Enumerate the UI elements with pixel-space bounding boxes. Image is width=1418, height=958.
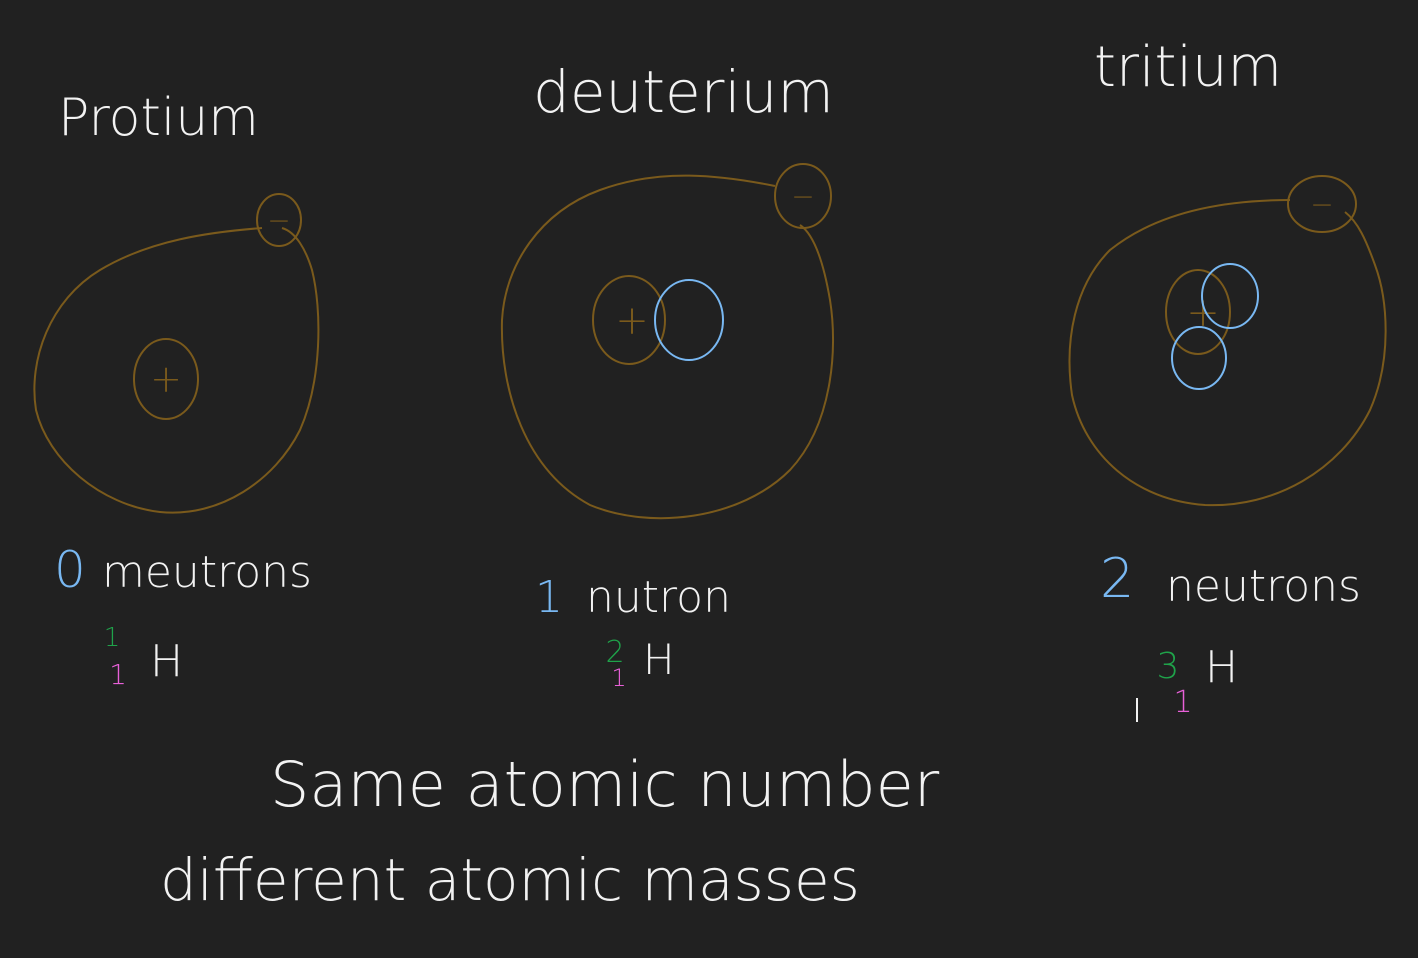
deuterium-mass-number: 2 — [605, 635, 624, 670]
tritium-title: tritium — [1094, 35, 1282, 100]
tritium-atom-diagram: + − — [1068, 175, 1387, 507]
protium-electron — [256, 193, 302, 247]
protium-proton — [133, 338, 199, 420]
tritium-mass-number: 3 — [1157, 646, 1180, 687]
summary-line-2: different atomic masses — [160, 846, 860, 914]
protium-electron-sign: − — [267, 204, 290, 237]
summary-line-1: Same atomic number — [270, 748, 940, 821]
protium-title: Protium — [58, 88, 259, 148]
deuterium-neutron-label: nutron — [586, 572, 731, 623]
deuterium-atom-diagram: + − — [500, 163, 834, 520]
protium-proton-sign: + — [150, 357, 182, 401]
tritium-column: tritium + − 2 neutrons 3 1 H — [1068, 35, 1387, 722]
tritium-electron-sign: − — [1310, 188, 1333, 221]
protium-neutron-count: 0 — [54, 541, 86, 599]
protium-atom-diagram: + − — [33, 193, 320, 514]
deuterium-column: deuterium + − 1 nutron 2 1 H — [500, 58, 834, 692]
protium-atomic-number: 1 — [109, 658, 127, 691]
deuterium-electron — [774, 163, 832, 229]
deuterium-electron-orbit — [500, 174, 834, 520]
protium-neutron-label: meutrons — [102, 547, 312, 598]
protium-isotope-notation: 1 1 H — [104, 623, 183, 691]
deuterium-electron-sign: − — [791, 180, 814, 213]
deuterium-isotope-notation: 2 1 H — [605, 635, 674, 692]
deuterium-proton — [592, 275, 666, 365]
deuterium-atomic-number: 1 — [611, 664, 626, 692]
tritium-electron-orbit — [1068, 199, 1387, 507]
tritium-proton — [1165, 269, 1231, 355]
tritium-neutron-lower — [1171, 326, 1227, 390]
tritium-neutron-count: 2 — [1100, 547, 1134, 610]
deuterium-symbol: H — [643, 635, 675, 684]
tritium-atomic-number: 1 — [1173, 685, 1192, 720]
tritium-electron — [1287, 175, 1357, 233]
tritium-isotope-notation: 3 1 H — [1136, 642, 1238, 722]
summary-note: Same atomic number different atomic mass… — [160, 748, 940, 914]
deuterium-proton-sign: + — [615, 298, 649, 344]
protium-column: Protium + − 0 meutrons 1 1 H — [33, 88, 320, 691]
tritium-symbol: H — [1205, 642, 1238, 693]
tritium-neutron-upper — [1201, 263, 1259, 329]
deuterium-neutron — [654, 279, 724, 361]
protium-symbol: H — [150, 636, 183, 687]
deuterium-neutron-count: 1 — [535, 572, 563, 623]
tritium-neutron-label: neutrons — [1166, 561, 1361, 612]
protium-electron-orbit — [33, 227, 320, 514]
protium-mass-number: 1 — [104, 623, 121, 653]
deuterium-title: deuterium — [533, 58, 834, 126]
